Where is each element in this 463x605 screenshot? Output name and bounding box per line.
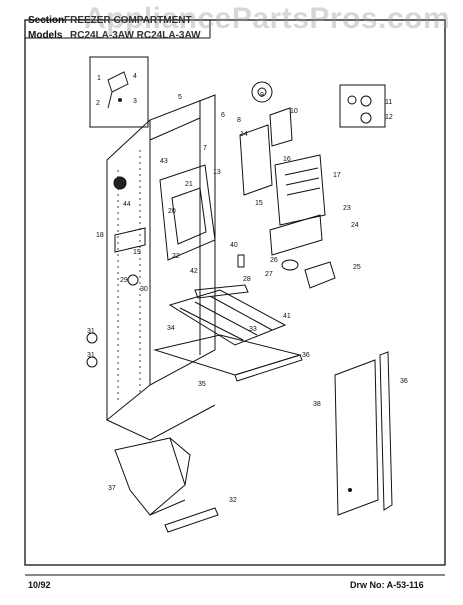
svg-text:15: 15 — [255, 200, 263, 207]
svg-text:25: 25 — [353, 264, 361, 271]
inset-parts-11-12 — [339, 84, 386, 128]
svg-text:17: 17 — [333, 172, 341, 179]
svg-text:41: 41 — [283, 313, 291, 320]
page-frame — [24, 19, 446, 566]
svg-text:4: 4 — [133, 73, 137, 80]
svg-text:12: 12 — [385, 114, 393, 121]
svg-text:32: 32 — [229, 497, 237, 504]
drawing-number: Drw No: A-53-116 — [350, 580, 424, 590]
svg-text:33: 33 — [249, 326, 257, 333]
svg-text:38: 38 — [313, 401, 321, 408]
svg-text:7: 7 — [203, 145, 207, 152]
svg-text:21: 21 — [185, 181, 193, 188]
svg-text:10: 10 — [290, 108, 298, 115]
ice-bucket — [114, 437, 219, 533]
svg-text:11: 11 — [385, 99, 392, 106]
svg-text:24: 24 — [351, 222, 359, 229]
svg-text:31: 31 — [87, 352, 95, 359]
svg-text:18: 18 — [96, 232, 104, 239]
svg-text:36: 36 — [302, 352, 310, 359]
svg-text:27: 27 — [265, 271, 273, 278]
svg-text:30: 30 — [140, 286, 148, 293]
models-value: RC24LA-3AW RC24LA-3AW — [70, 30, 201, 41]
svg-text:2: 2 — [96, 100, 100, 107]
svg-text:23: 23 — [343, 205, 351, 212]
models-label: Models — [28, 30, 63, 41]
svg-text:26: 26 — [270, 257, 278, 264]
svg-text:6: 6 — [221, 112, 225, 119]
wire-shelf — [168, 289, 287, 346]
revision-date: 10/92 — [28, 580, 51, 590]
svg-text:29: 29 — [120, 277, 128, 284]
section-value: FREEZER COMPARTMENT — [64, 15, 192, 26]
defrost-parts — [194, 254, 336, 299]
svg-text:31: 31 — [87, 328, 95, 335]
svg-text:42: 42 — [190, 268, 198, 275]
svg-text:35: 35 — [198, 381, 206, 388]
door-panel — [334, 351, 393, 516]
evaporator-cover — [159, 164, 216, 261]
svg-text:16: 16 — [283, 156, 291, 163]
svg-text:36: 36 — [400, 378, 408, 385]
svg-text:40: 40 — [230, 242, 238, 249]
svg-text:8: 8 — [237, 117, 241, 124]
glass-shelf — [153, 334, 303, 382]
inset-detail-box — [89, 56, 149, 128]
watermark-text: AppliancePartsPros.com — [84, 2, 451, 35]
svg-text:14: 14 — [240, 131, 248, 138]
svg-text:34: 34 — [167, 325, 175, 332]
fan-bracket-parts — [239, 81, 326, 256]
svg-text:19: 19 — [133, 249, 141, 256]
svg-text:22: 22 — [172, 253, 180, 260]
section-label: Section — [28, 15, 65, 26]
svg-text:37: 37 — [108, 485, 116, 492]
svg-text:13: 13 — [213, 169, 221, 176]
svg-text:5: 5 — [178, 94, 182, 101]
svg-text:20: 20 — [168, 208, 176, 215]
svg-text:44: 44 — [123, 201, 131, 208]
freezer-liner-cabinet — [106, 94, 216, 441]
svg-text:1: 1 — [97, 75, 101, 82]
svg-text:28: 28 — [243, 276, 251, 283]
small-fasteners — [86, 176, 146, 368]
svg-text:9: 9 — [260, 92, 264, 99]
svg-text:3: 3 — [133, 98, 137, 105]
svg-text:43: 43 — [160, 158, 168, 165]
